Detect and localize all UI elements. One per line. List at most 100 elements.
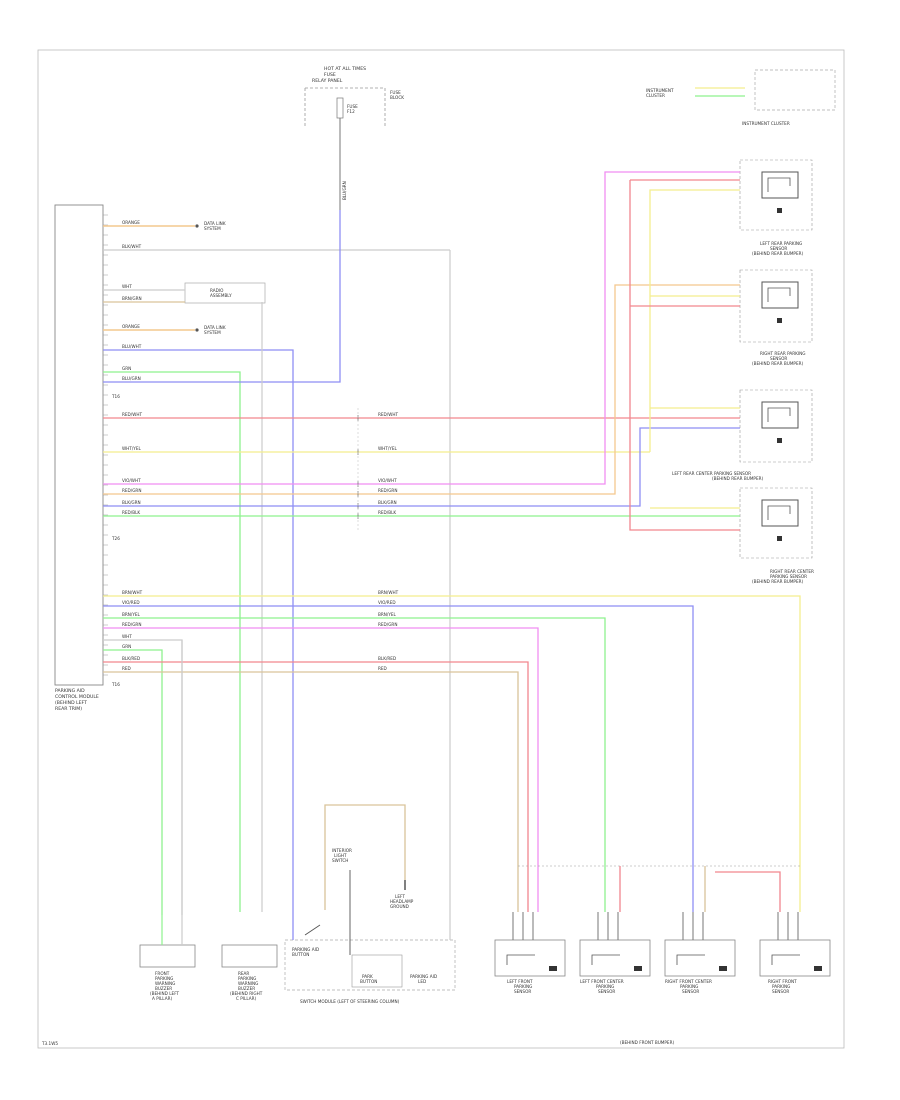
front-sensor-element-2 [676, 954, 705, 965]
front-harness-label-7: RED [122, 666, 131, 671]
lrs-label-2: SENSOR [770, 246, 787, 251]
rear-harness-label-b-4: BLK/GRN [378, 500, 397, 505]
wire-blue-pa-label: BLU/WHT [122, 344, 142, 349]
parking-aid-control-module: PARKING AID CONTROL MODULE (BEHIND LEFT … [54, 204, 120, 712]
buzzer-front-box [139, 944, 196, 968]
rrcs-label-1: RIGHT REAR CENTER [770, 569, 814, 574]
park-btn-2: BUTTON [360, 979, 377, 984]
il-label-3: SWITCH [332, 858, 348, 863]
upper-ecu-wiring: ORANGE DATA LINK SYSTEM BLK/WHT RADIO AS… [103, 210, 451, 912]
fuse-box-1: FUSE [390, 90, 401, 95]
dl-bus-2-b: SYSTEM [204, 330, 221, 335]
pa-button-1: PARKING AID [292, 947, 319, 952]
rear-sensor-body-0 [761, 171, 799, 199]
warn-fl-2: PARKING [155, 976, 173, 981]
rear-sensor-head-1 [777, 318, 782, 323]
bottom-components: FRONT PARKING WARNING BUZZER (BEHIND LEF… [139, 640, 456, 1004]
park-btn-1: PARK [362, 974, 373, 979]
wire-blue-fuse [103, 210, 341, 383]
rear-harness-label-b-3: RED/GRN [378, 488, 397, 493]
lfcs-label-1: LEFT FRONT CENTER [580, 979, 624, 984]
warn-fl-6: A PILLAR) [152, 996, 172, 1001]
front-harness-label-b-2: BRN/YEL [378, 612, 397, 617]
front-harness-label-1: VIO/RED [122, 600, 140, 605]
buzzer-rear-box [221, 944, 278, 968]
wire-wht-label: WHT [122, 284, 132, 289]
lfs-label-2: PARKING [514, 984, 532, 989]
wire-tan-il [324, 804, 406, 910]
park-led-2: LED [418, 979, 426, 984]
radio-label-2: ASSEMBLY [210, 293, 232, 298]
ecu-box [54, 204, 104, 686]
switch-module-label: SWITCH MODULE (LEFT OF STEERING COLUMN) [300, 999, 400, 1004]
pa-button-2: BUTTON [292, 952, 309, 957]
diagram-border [37, 49, 845, 1049]
rear-sensor-connector-3 [739, 487, 813, 559]
fuse-box-2: BLOCK [390, 95, 404, 100]
hot-line-text-1: HOT AT ALL TIMES [324, 66, 366, 72]
ecu-label-4: REAR TRIM) [55, 706, 82, 712]
warn-fr-1: REAR [238, 971, 249, 976]
warn-fl-4: BUZZER [155, 986, 172, 991]
warn-fr-5: (BEHIND RIGHT [230, 991, 263, 996]
il-label-1: INTERIOR [332, 848, 352, 853]
park-led-1: PARKING AID [410, 974, 437, 979]
front-harness-wire-3 [103, 627, 539, 912]
dl-bus-2-terminal [195, 328, 199, 332]
front-sensor-head-3 [814, 966, 822, 971]
warn-fr-2: PARKING [238, 976, 256, 981]
lfs-label-3: SENSOR [514, 989, 531, 994]
wire-blue-pa [103, 349, 294, 910]
front-harness-label-6: BLK/RED [122, 656, 140, 661]
lrs-label-3: (BEHIND REAR BUMPER) [752, 251, 804, 256]
front-sensor-box-3 [759, 939, 831, 977]
ecu-pin-ticks [103, 214, 108, 676]
lrcs-label-1: LEFT REAR CENTER PARKING SENSOR [672, 471, 751, 476]
il-label-2: LIGHT [334, 853, 347, 858]
front-harness-label-0: BRN/WHT [122, 590, 143, 595]
rrs-label-1: RIGHT REAR PARKING [760, 351, 805, 356]
front-harness-wire-5 [103, 649, 163, 915]
footer-code: T3.1W5 [41, 1041, 58, 1046]
front-sensors [494, 912, 831, 977]
pa-switch-blade [304, 924, 321, 936]
wire-blue-fuse-label: BLU/GRN [122, 376, 141, 381]
front-harness-label-5: GRN [122, 644, 131, 649]
lrcs-label-2: (BEHIND REAR BUMPER) [712, 476, 764, 481]
rear-sensor-head-2 [777, 438, 782, 443]
front-sensor-head-2 [719, 966, 727, 971]
rfs-label-3: SENSOR [772, 989, 789, 994]
dl-bus-1-terminal [195, 224, 199, 228]
front-harness-label-3: RED/GRN [122, 622, 141, 627]
lfcs-label-3: SENSOR [598, 989, 615, 994]
instrument-cluster: INSTRUMENT CLUSTER INSTRUMENT CLUSTER [646, 69, 836, 126]
wire-orange-2-label: ORANGE [122, 324, 140, 329]
wire-blk-wht-label: BLK/WHT [122, 244, 142, 249]
rfcs-label-2: PARKING [680, 984, 698, 989]
fuse-wire-label: BLU/GRN [342, 181, 347, 200]
rfs-label-2: PARKING [772, 984, 790, 989]
front-sensor-box-0 [494, 939, 566, 977]
rear-sensor-element-2 [767, 407, 791, 422]
radio-box [184, 282, 266, 304]
rfcs-label-3: SENSOR [682, 989, 699, 994]
ecu-pin-t16: T16 [111, 394, 120, 399]
fuse-label-2: F12 [347, 109, 355, 114]
rear-harness-label-4: BLK/GRN [122, 500, 141, 505]
rear-feed-yellow-1 [649, 189, 740, 452]
front-sensor-box-1 [579, 939, 651, 977]
hot-line-text-3: RELAY PANEL [312, 78, 343, 84]
warn-fr-4: BUZZER [238, 986, 255, 991]
front-bus-red-2 [715, 871, 781, 912]
rrcs-label-2: PARKING SENSOR [770, 574, 807, 579]
warn-fr-3: WARNING [238, 981, 258, 986]
lfcs-label-2: PARKING [596, 984, 614, 989]
rrcs-label-3: (BEHIND REAR BUMPER) [752, 579, 804, 584]
dl-bus-1-b: SYSTEM [204, 226, 221, 231]
ecu-pin-t16-bottom: T16 [111, 682, 120, 687]
park-btn-box [351, 954, 403, 988]
ic-label-2: CLUSTER [646, 93, 665, 98]
rear-harness-label-2: VIO/WHT [122, 478, 141, 483]
